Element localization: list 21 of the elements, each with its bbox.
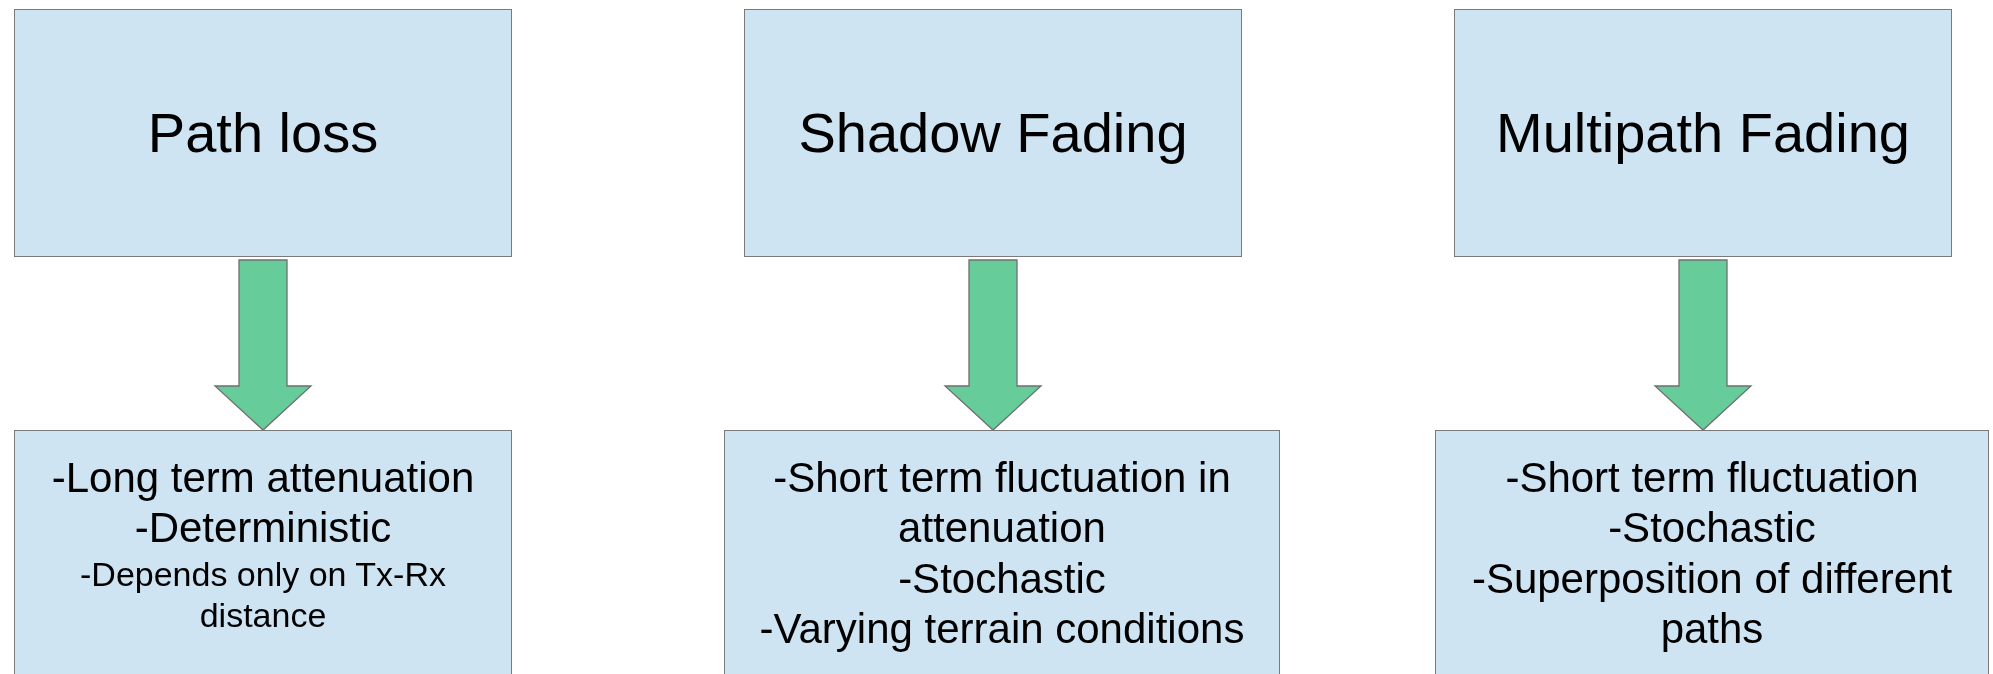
bullet-text: -Varying terrain conditions [759,604,1245,655]
heading-text: Multipath Fading [1496,100,1910,167]
bullet-text: -Short term fluctuation in attenuation [772,453,1232,554]
bullet-text: -Stochastic [1608,503,1816,554]
description-box [14,430,512,674]
heading-text: Path loss [147,100,379,167]
bullet-text: -Deterministic [134,503,392,554]
description-box [724,430,1280,674]
heading-box [744,9,1242,257]
bullet-text: -Short term fluctuation [1505,453,1919,503]
heading-text: Shadow Fading [798,100,1188,167]
block-arrow [213,259,313,431]
bullet-text: -Depends only on Tx-Rx distance [79,553,447,636]
description-box [1435,430,1989,674]
block-arrow [943,259,1043,431]
heading-box [14,9,512,257]
heading-box [1454,9,1952,257]
block-arrow [1653,259,1753,431]
bullet-text: -Stochastic [898,553,1106,604]
bullet-text: -Superposition of different paths [1470,553,1954,655]
bullet-text: -Long term attenuation [51,453,475,503]
